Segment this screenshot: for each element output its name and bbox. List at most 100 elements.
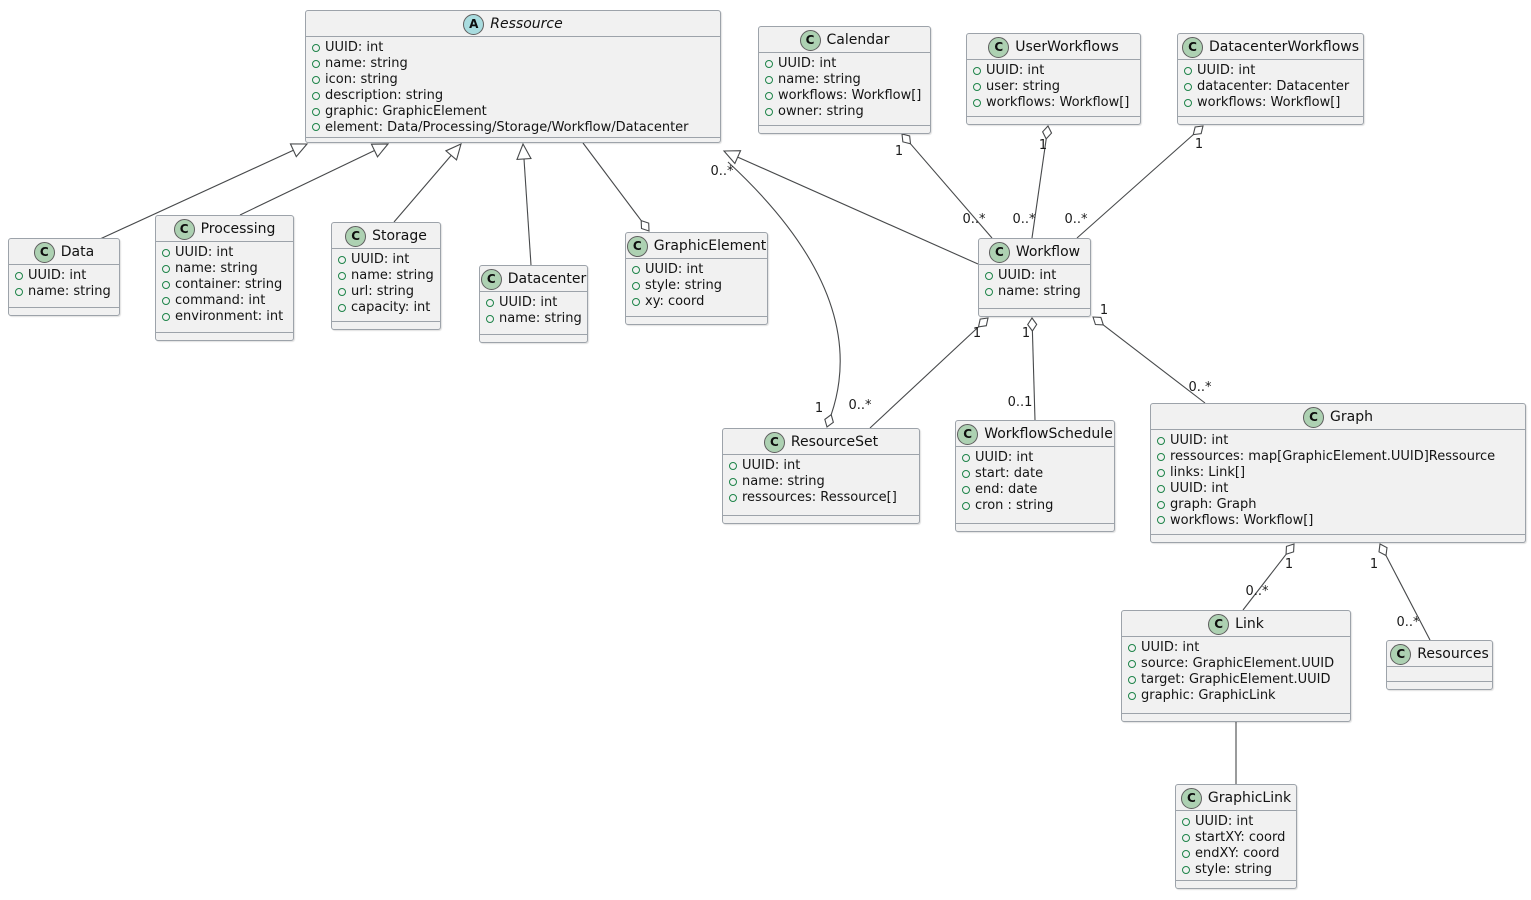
methods-section-empty (759, 125, 930, 133)
attribute-text: end: date (975, 481, 1038, 497)
class-name: Data (60, 244, 95, 260)
attribute-row: style: string (1182, 862, 1288, 878)
methods-section-empty (1176, 880, 1296, 888)
multiplicity-label: 0..* (1245, 583, 1269, 599)
field-visibility-icon (1157, 516, 1165, 525)
attribute-row: startXY: coord (1182, 830, 1288, 846)
attribute-text: UUID: int (1170, 433, 1229, 448)
attribute-row: UUID: int (1182, 814, 1288, 830)
attribute-text: environment: int (175, 308, 284, 324)
edge-ressource-resourceset (727, 161, 841, 415)
attribute-text: startXY: coord (1195, 829, 1286, 845)
field-visibility-icon (632, 265, 640, 274)
attribute-text: UUID: int (1141, 640, 1200, 655)
attribute-text: url: string (351, 283, 415, 299)
attribute-text: name: string (778, 71, 861, 87)
multiplicity-label: 1 (1369, 556, 1379, 572)
edge-workflow-calendar (910, 143, 993, 239)
aggregation-diamond-icon (640, 219, 650, 232)
field-visibility-icon (338, 303, 346, 312)
field-visibility-icon (1128, 675, 1136, 684)
field-visibility-icon (729, 461, 737, 470)
attribute-row: workflows: Workflow[] (973, 95, 1132, 111)
class-name: Graph (1330, 409, 1373, 425)
attribute-text: start: date (975, 465, 1044, 481)
field-visibility-icon (632, 297, 640, 306)
methods-section-empty (332, 321, 440, 329)
attribute-row: UUID: int (1184, 63, 1355, 79)
class-name: Resources (1417, 646, 1489, 662)
attribute-text: xy: coord (645, 293, 705, 309)
inheritance-arrow-icon (289, 143, 309, 158)
field-visibility-icon (1157, 468, 1165, 477)
attribute-text: description: string (325, 87, 444, 103)
inheritance-arrow-icon (516, 142, 532, 161)
attribute-row: UUID: int (765, 56, 922, 72)
field-visibility-icon (338, 287, 346, 296)
class-icon: C (1208, 613, 1230, 635)
edge-data-ressource (99, 149, 294, 240)
class-name: Link (1235, 616, 1264, 632)
attribute-text: UUID: int (351, 252, 410, 267)
aggregation-diamond-icon (1192, 125, 1204, 136)
attribute-row: endXY: coord (1182, 846, 1288, 862)
class-icon: C (1390, 643, 1412, 665)
attribute-row: UUID: int (486, 295, 579, 311)
attribute-text: UUID: int (499, 295, 558, 310)
multiplicity-label: 0..* (1396, 614, 1420, 630)
field-visibility-icon (312, 75, 320, 84)
attribute-row: container: string (162, 277, 285, 293)
attribute-row: UUID: int (15, 268, 111, 284)
attribute-row: name: string (486, 311, 582, 327)
attribute-row: UUID: int (632, 262, 759, 278)
methods-section-empty (306, 137, 720, 145)
attribute-row: ressources: map[GraphicElement.UUID]Ress… (1157, 449, 1517, 465)
field-visibility-icon (973, 98, 981, 107)
attribute-text: style: string (645, 277, 723, 293)
multiplicity-label: 1 (1284, 556, 1294, 572)
field-visibility-icon (312, 43, 320, 52)
attribute-text: owner: string (778, 103, 864, 119)
multiplicity-label: 0..* (1188, 379, 1212, 395)
field-visibility-icon (765, 91, 773, 100)
class-name: GraphicElement (653, 238, 767, 254)
attribute-text: UUID: int (975, 450, 1034, 465)
class-name: Workflow (1015, 244, 1081, 260)
class-icon: C (799, 29, 821, 51)
attribute-text: workflows: Workflow[] (1170, 512, 1314, 528)
edge-graph-workflow (1102, 324, 1206, 404)
attribute-row: description: string (312, 88, 712, 104)
attribute-text: UUID: int (1170, 480, 1229, 496)
attribute-row: url: string (338, 284, 432, 300)
field-visibility-icon (486, 298, 494, 307)
aggregation-diamond-icon (1041, 125, 1053, 140)
methods-section-empty (1151, 534, 1525, 542)
class-name: Datacenter (507, 271, 587, 287)
field-visibility-icon (985, 287, 993, 296)
attribute-text: ressources: Ressource[] (742, 489, 897, 505)
field-visibility-icon (962, 501, 970, 510)
field-visibility-icon (15, 287, 23, 296)
attribute-row: style: string (632, 278, 759, 294)
class-icon: C (763, 431, 785, 453)
class-icon: C (626, 235, 648, 257)
attribute-text: target: GraphicElement.UUID (1141, 671, 1331, 687)
attribute-row: source: GraphicElement.UUID (1128, 656, 1342, 672)
field-visibility-icon (962, 469, 970, 478)
field-visibility-icon (1157, 452, 1165, 461)
class-header: C Resources (1387, 641, 1492, 667)
multiplicity-label: 1 (972, 325, 982, 341)
